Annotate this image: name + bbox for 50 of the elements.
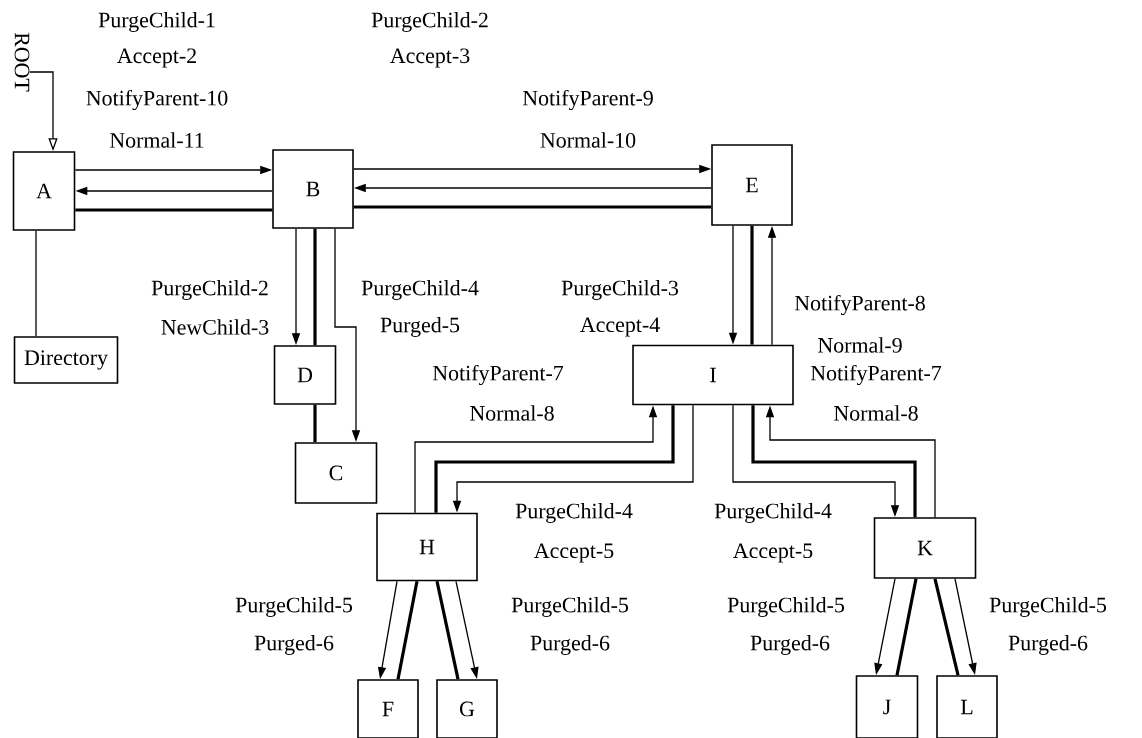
message-label: NotifyParent-8 [794,294,925,316]
message-label: PurgeChild-5 [989,597,1106,617]
message-label: PurgeChild-2 [151,280,268,300]
message-label: Accept-5 [534,543,614,563]
message-label: Accept-3 [390,48,470,68]
message-label: PurgeChild-5 [727,597,844,617]
node-box: D [273,345,337,405]
node-box: K [873,517,977,579]
message-label: Purged-6 [254,635,334,655]
connector-line [313,404,317,443]
connector-line [75,208,273,212]
connector-line [933,578,960,676]
node-box: A [12,151,76,231]
message-label: NotifyParent-10 [86,89,228,111]
node-box: B [272,149,354,229]
message-label: NotifyParent-7 [432,364,564,386]
message-label: PurgeChild-4 [361,280,479,300]
message-label: PurgeChild-2 [371,12,488,32]
message-label: Accept-5 [733,543,813,563]
root-label: ROOT [14,32,30,92]
connector-line [435,580,460,680]
message-label: Purged-6 [750,635,830,655]
message-label: PurgeChild-3 [561,280,678,300]
message-label: PurgeChild-1 [98,12,215,32]
message-label: Purged-6 [530,635,610,655]
node-box: H [376,512,478,582]
message-label: Normal-11 [109,132,204,148]
node-box: C [294,442,378,504]
node-box: Directory [13,336,119,384]
connector-line [751,405,917,518]
message-label: Accept-2 [117,48,196,68]
connector-line [750,225,754,345]
message-label: Normal-9 [818,337,902,353]
connector-line [35,230,37,337]
message-label: Normal-8 [470,405,554,421]
connector-line [353,205,712,209]
message-label: PurgeChild-5 [235,597,352,617]
node-box: L [936,675,998,738]
node-box: I [632,344,794,406]
node-box: G [436,679,498,738]
message-label: Purged-5 [380,317,460,337]
connector-line [313,228,317,346]
node-box: E [711,144,793,226]
connector-line [895,578,918,676]
message-label: PurgeChild-5 [511,597,628,617]
connector-line [396,580,419,680]
node-box: J [855,675,919,738]
node-box: F [357,679,419,738]
message-label: Normal-10 [540,132,636,148]
message-label: Normal-8 [834,405,918,421]
